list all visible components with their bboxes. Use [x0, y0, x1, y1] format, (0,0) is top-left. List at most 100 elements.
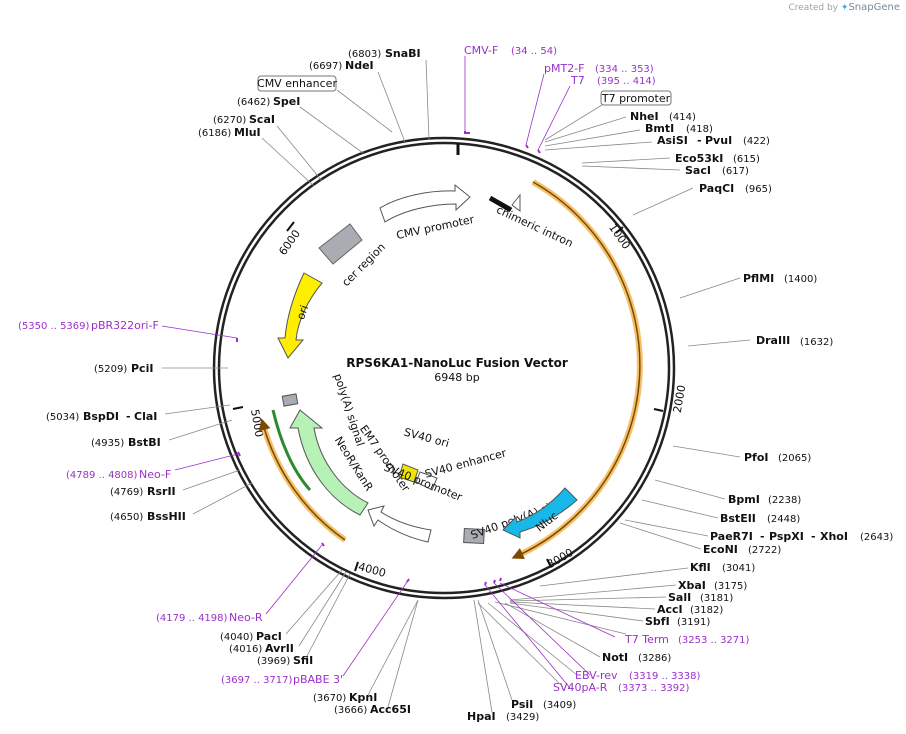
enzyme-paer7i: PaeR7I-PspXI-XhoI(2643)	[710, 530, 893, 543]
left-orf-arc-arrow	[258, 418, 346, 541]
primer-marks	[236, 131, 541, 586]
enzyme-name-rsrii: RsrII	[147, 485, 176, 498]
enzyme-saci: SacI(617)	[685, 164, 749, 177]
primer-name-t7: T7	[570, 74, 585, 87]
tick-label-2000: 2000	[671, 384, 689, 414]
cmv-enhancer-label: CMV enhancer	[257, 77, 337, 90]
primer-name-pmt2f: pMT2-F	[544, 62, 585, 75]
enzyme-name-hpai: HpaI	[467, 710, 496, 723]
enzyme-psii: PsiI(3409)	[511, 698, 576, 711]
enzyme-snabi: (6803)SnaBI	[348, 47, 421, 60]
enzyme-name-bstbi: BstBI	[128, 436, 161, 449]
sv40-enhancer-label: SV40 enhancer	[423, 446, 508, 480]
svg-text:(3182): (3182)	[690, 605, 723, 616]
enzyme-name-ndei: NdeI	[345, 59, 374, 72]
svg-text:(414): (414)	[669, 112, 696, 123]
svg-text:(3969): (3969)	[257, 656, 290, 667]
enzyme-sfii: (3969)SfiI	[257, 654, 313, 667]
svg-text:-: -	[760, 530, 765, 543]
enzyme-name-asisi: AsiSI	[657, 134, 688, 147]
enzyme-name-pspxi: PspXI	[769, 530, 804, 543]
enzyme-name-acci: AccI	[657, 603, 683, 616]
svg-text:(4040): (4040)	[220, 632, 253, 643]
orf-arc-arrow	[511, 181, 641, 559]
enzyme-econi: EcoNI(2722)	[703, 543, 781, 556]
enzyme-name-sbfi: SbfI	[645, 615, 670, 628]
svg-text:(6803): (6803)	[348, 49, 381, 60]
svg-text:(418): (418)	[686, 124, 713, 135]
enzyme-bspdi: (5034)BspDI-ClaI	[46, 410, 157, 423]
primer-pbr322: (5350 .. 5369)pBR322ori-F	[18, 319, 159, 332]
svg-text:(965): (965)	[745, 184, 772, 195]
svg-text:(2722): (2722)	[748, 545, 781, 556]
ori-label: ori	[294, 304, 311, 322]
svg-text:(4789 .. 4808): (4789 .. 4808)	[66, 470, 138, 481]
svg-text:(6697): (6697)	[309, 61, 342, 72]
enzyme-name-bsteii: BstEII	[720, 512, 756, 525]
enzyme-rsrii: (4769) RsrII	[110, 485, 176, 498]
enzyme-noti: NotI(3286)	[602, 651, 671, 664]
enzyme-paci: (4040)PacI	[220, 630, 282, 643]
enzyme-kpni: (3670)KpnI	[313, 691, 377, 704]
enzyme-acc65i: (3666)Acc65I	[334, 703, 411, 716]
enzyme-pfoi: PfoI(2065)	[744, 451, 811, 464]
primer-name-pbr322: pBR322ori-F	[91, 319, 159, 332]
svg-text:(4935): (4935)	[91, 438, 124, 449]
enzyme-pflmi: PflMI(1400)	[743, 272, 817, 285]
svg-text:(6462): (6462)	[237, 97, 270, 108]
cmv-promoter-label: CMV promoter	[395, 213, 476, 242]
svg-text:(615): (615)	[733, 154, 760, 165]
enzyme-bmti: BmtI(418)	[645, 122, 713, 135]
svg-text:-: -	[697, 134, 702, 147]
enzyme-name-bspdi: BspDI	[83, 410, 119, 423]
enzyme-name-kfli: KflI	[690, 561, 711, 574]
enzyme-name-acc65i: Acc65I	[370, 703, 411, 716]
tick-label-1000: 1000	[606, 221, 633, 251]
svg-text:(3409): (3409)	[543, 700, 576, 711]
svg-text:(3041): (3041)	[722, 563, 755, 574]
svg-text:(4016): (4016)	[229, 644, 262, 655]
svg-text:(3697 .. 3717): (3697 .. 3717)	[221, 675, 293, 686]
tick-1000: 1000	[606, 221, 633, 251]
svg-text:(2238): (2238)	[768, 495, 801, 506]
enzyme-name-kpni: KpnI	[349, 691, 377, 704]
enzyme-name-saci: SacI	[685, 164, 711, 177]
t7-promoter-box: T7 promoter	[600, 90, 672, 106]
enzyme-nhei: NheI (414)	[630, 110, 696, 123]
primer-neof: (4789 .. 4808)Neo-F	[66, 468, 171, 481]
enzyme-name-nhei: NheI	[630, 110, 659, 123]
enzyme-draiii: DraIII(1632)	[756, 334, 833, 348]
chimeric-intron-label: chimeric intron	[494, 203, 575, 250]
svg-text:(3666): (3666)	[334, 705, 367, 716]
enzyme-name-mlui: MluI	[234, 126, 261, 139]
enzyme-name-paci: PacI	[256, 630, 282, 643]
enzyme-name-paer7i: PaeR7I	[710, 530, 753, 543]
snapgene-logo-icon: ✦	[840, 3, 849, 13]
enzyme-hpai: HpaI(3429)	[467, 710, 539, 723]
enzyme-name-bsshii: BssHII	[147, 510, 186, 523]
primer-name-neor: Neo-R	[229, 611, 263, 624]
primer-t7term: T7 Term(3253 .. 3271)	[624, 633, 750, 646]
t7-promoter-label: T7 promoter	[601, 92, 671, 105]
svg-text:(4769): (4769)	[110, 487, 143, 498]
enzyme-xbai: XbaI(3175)	[678, 579, 747, 592]
tick-5000: 5000	[232, 406, 266, 438]
enzyme-name-noti: NotI	[602, 651, 628, 664]
enzyme-bsteii: BstEII(2448)	[720, 512, 800, 525]
enzyme-name-xhoi: XhoI	[820, 530, 848, 543]
snapgene-credit: Created by ✦SnapGene	[788, 2, 900, 13]
enzyme-name-bpmi: BpmI	[728, 493, 760, 506]
sv40-ori-label: SV40 ori	[402, 426, 450, 451]
tick-2000: 2000	[653, 384, 689, 414]
svg-text:(3181): (3181)	[700, 593, 733, 604]
enzyme-ndei: (6697)NdeI	[309, 59, 374, 72]
polya-feature: poly(A) signal	[281, 372, 367, 448]
primer-ebvrev: EBV-rev(3319 .. 3338)	[575, 669, 701, 682]
map-title: RPS6KA1-NanoLuc Fusion Vector	[346, 356, 568, 370]
enzyme-name-eco53ki: Eco53kI	[675, 152, 723, 165]
svg-text:(5034): (5034)	[46, 412, 79, 423]
primer-name-t7term: T7 Term	[624, 633, 669, 646]
svg-text:(2643): (2643)	[860, 532, 893, 543]
primer-name-ebvrev: EBV-rev	[575, 669, 618, 682]
enzyme-name-sali: SalI	[668, 591, 691, 604]
